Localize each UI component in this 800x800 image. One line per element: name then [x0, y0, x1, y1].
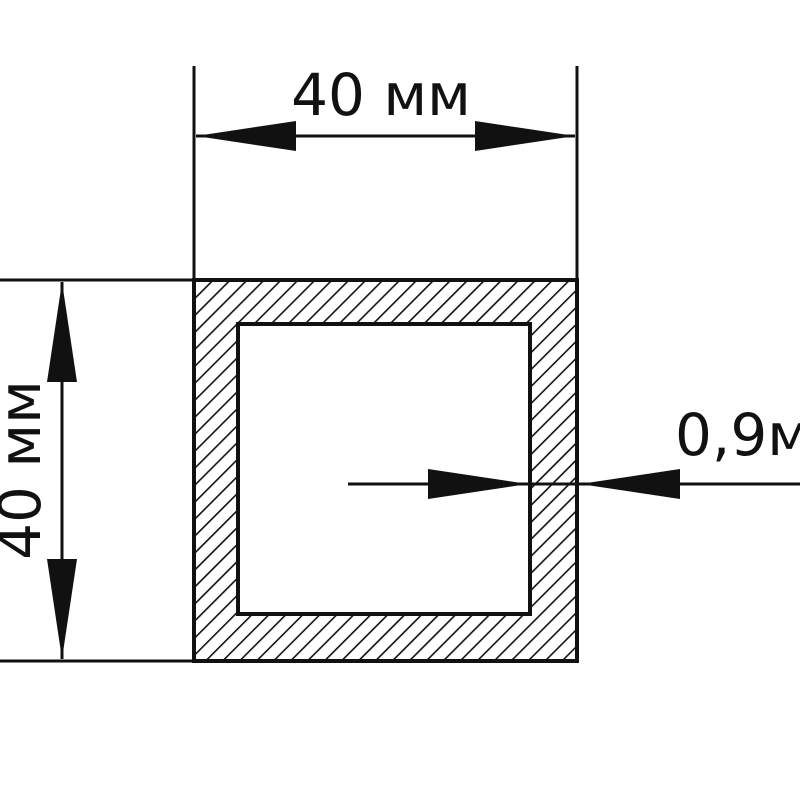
width-dimension: 40 мм	[192, 61, 579, 280]
width-label: 40 мм	[291, 61, 471, 129]
wall-label: 0,9мм	[675, 401, 800, 469]
inner-hollow	[236, 322, 532, 616]
height-dimension: 40 мм	[0, 278, 194, 663]
tube-section	[192, 278, 579, 663]
height-label: 40 мм	[0, 380, 54, 560]
wall-thickness-dimension: 0,9мм	[348, 401, 800, 499]
